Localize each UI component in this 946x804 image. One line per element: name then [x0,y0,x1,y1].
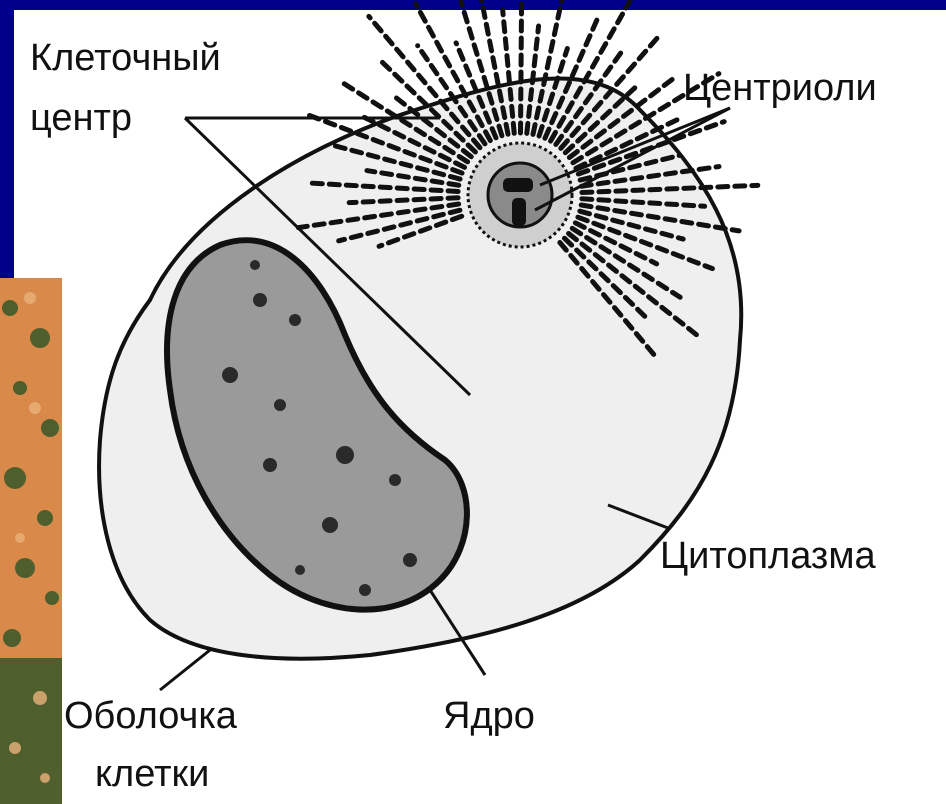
label-membrane-1: Оболочка [64,694,237,738]
label-cell-center-1: Клеточный [30,36,221,80]
centrosome [468,143,572,247]
astral-ray [521,0,522,133]
centriole-2 [512,198,526,226]
leader-membrane [160,650,210,690]
label-membrane-2: клетки [95,752,209,796]
label-nucleus: Ядро [443,694,535,738]
label-cell-center-2: центр [30,96,132,140]
centriole-1 [503,178,533,192]
label-cytoplasm: Цитоплазма [660,534,876,578]
label-centrioles: Центриоли [683,66,877,110]
